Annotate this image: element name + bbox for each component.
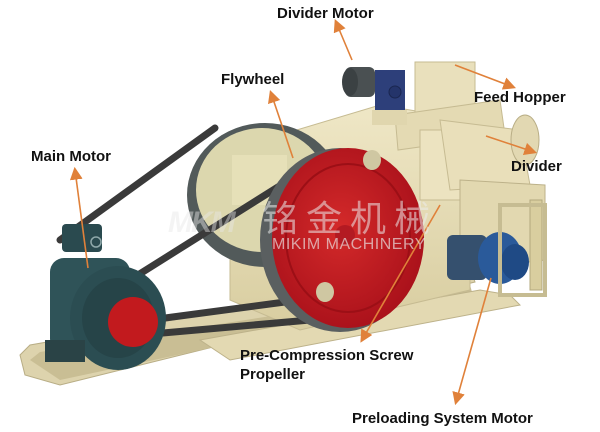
watermark-chinese: 铭金机械 bbox=[262, 199, 439, 240]
arrow-divider bbox=[485, 135, 538, 156]
arrow-divider-motor bbox=[333, 19, 353, 61]
label-feed-hopper: Feed Hopper bbox=[474, 89, 566, 106]
main-motor-body bbox=[45, 224, 166, 370]
arrow-flywheel bbox=[268, 89, 294, 159]
label-main-motor: Main Motor bbox=[31, 148, 111, 165]
arrow-preloading-motor bbox=[452, 277, 492, 406]
label-preloading-system-motor: Preloading System Motor bbox=[352, 410, 533, 427]
divider-motor-body bbox=[342, 67, 407, 125]
label-pre-compression-screw-propeller: Pre-Compression Screw Propeller bbox=[240, 347, 414, 383]
arrow-feed-hopper bbox=[454, 64, 516, 90]
callout-arrows bbox=[69, 19, 538, 406]
watermark-english: MIKIM MACHINERY bbox=[272, 236, 426, 253]
watermark-logo: MKM bbox=[168, 206, 236, 239]
red-pulley bbox=[260, 148, 424, 332]
arrow-main-motor bbox=[69, 166, 89, 269]
label-flywheel: Flywheel bbox=[221, 71, 285, 88]
drive-belts bbox=[56, 124, 314, 339]
preloading-motor-body bbox=[447, 203, 547, 297]
label-divider: Divider bbox=[511, 158, 562, 175]
label-divider-motor: Divider Motor bbox=[277, 5, 374, 22]
arrow-pre-compression bbox=[360, 204, 441, 343]
